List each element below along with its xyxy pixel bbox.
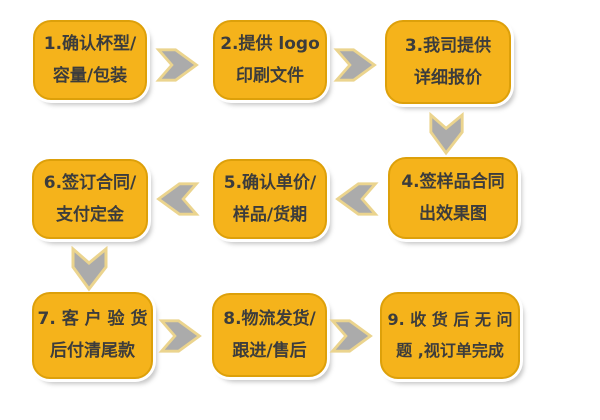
step-6-text-line1: 6.签订合同/ — [43, 172, 137, 193]
step-box-2: 2.提供 logo 印刷文件 — [213, 20, 327, 100]
step-2-text-line1: 2.提供 logo — [220, 33, 320, 54]
step-4-text-line1: 4.签样品合同 — [401, 171, 505, 192]
step-1-text-line1: 1.确认杯型/ — [43, 33, 137, 54]
arrow-right-icon — [155, 47, 200, 83]
step-box-5: 5.确认单价/ 样品/货期 — [213, 159, 327, 239]
step-box-6: 6.签订合同/ 支付定金 — [32, 159, 148, 239]
step-9-text-line2: 题 ,视订单完成 — [396, 341, 504, 360]
step-4-text-line2: 出效果图 — [419, 203, 487, 224]
step-box-9: 9. 收 货 后 无 问 题 ,视订单完成 — [380, 292, 520, 379]
arrow-right-icon — [158, 318, 203, 354]
arrow-down-icon — [428, 112, 466, 156]
step-8-text-line2: 跟进/售后 — [232, 340, 307, 361]
step-box-3: 3.我司提供 详细报价 — [385, 20, 511, 104]
step-7-text-line1: 7. 客 户 验 货 — [37, 309, 148, 330]
step-box-4: 4.签样品合同 出效果图 — [388, 157, 518, 239]
arrow-down-icon — [69, 246, 111, 292]
arrow-right-icon — [333, 47, 378, 83]
step-5-text-line2: 样品/货期 — [232, 204, 308, 225]
step-3-text-line1: 3.我司提供 — [404, 35, 492, 56]
step-7-text-line2: 后付清尾款 — [50, 341, 135, 361]
step-box-8: 8.物流发货/ 跟进/售后 — [212, 293, 327, 377]
step-box-7: 7. 客 户 验 货 后付清尾款 — [32, 292, 153, 379]
step-6-text-line2: 支付定金 — [56, 204, 124, 225]
step-box-1: 1.确认杯型/ 容量/包装 — [33, 20, 147, 100]
step-9-text-line1: 9. 收 货 后 无 问 — [387, 310, 513, 330]
step-5-text-line1: 5.确认单价/ — [223, 172, 317, 193]
step-2-text-line2: 印刷文件 — [236, 65, 304, 86]
arrow-left-icon — [155, 181, 200, 217]
step-3-text-line2: 详细报价 — [414, 67, 482, 88]
arrow-right-icon — [329, 318, 374, 354]
arrow-left-icon — [334, 181, 379, 217]
step-1-text-line2: 容量/包装 — [52, 65, 128, 86]
step-8-text-line1: 8.物流发货/ — [223, 308, 316, 329]
